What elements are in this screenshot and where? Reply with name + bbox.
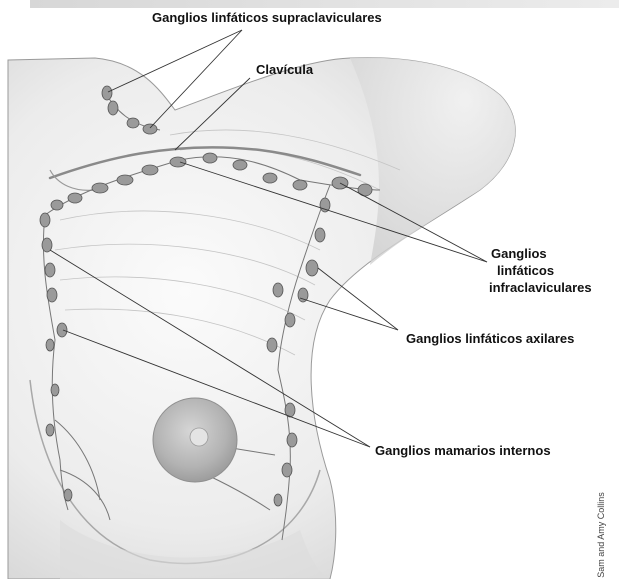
label-axillary-nodes: Ganglios linfáticos axilares xyxy=(406,331,574,346)
label-infraclavicular-line-3: infraclaviculares xyxy=(489,280,592,295)
label-clavicle: Clavícula xyxy=(256,62,313,77)
nipple xyxy=(190,428,208,446)
label-supraclavicular-nodes: Ganglios linfáticos supraclaviculares xyxy=(152,10,382,25)
label-infraclavicular-line-2: linfáticos xyxy=(497,263,554,278)
label-infraclavicular-line-1: Ganglios xyxy=(491,246,547,261)
label-internal-mammary-nodes: Ganglios mamarios internos xyxy=(375,443,551,458)
illustrator-credit: Sam and Amy Collins xyxy=(596,492,606,578)
